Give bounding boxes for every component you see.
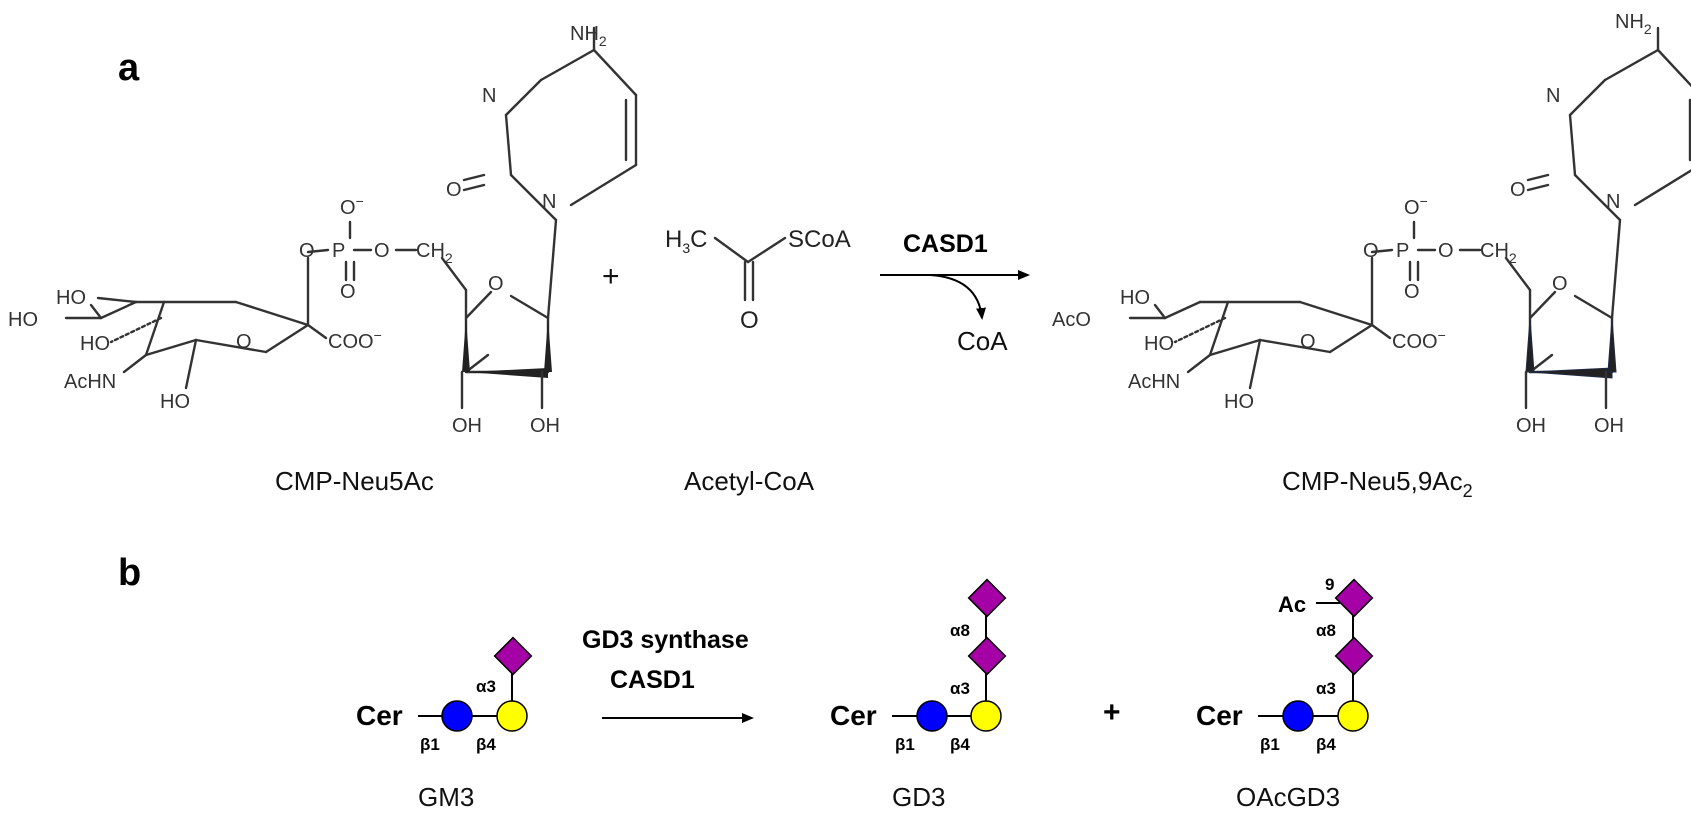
n1-label: N (1606, 191, 1620, 213)
svg-text:Ac: Ac (1278, 592, 1306, 617)
pyranose-o-label: O (236, 331, 252, 353)
glucose-icon (441, 700, 473, 732)
ribose-o-label: O (1552, 273, 1568, 295)
acetyl-o-label: O (740, 307, 759, 334)
oacgd3-glycan: Cer Ac 9 β1 β4 α3 α8 (1196, 575, 1374, 754)
sialic-acid-icon (493, 636, 533, 676)
scoa-label: SCoA (788, 226, 851, 253)
nh2-label: NH2 (1615, 11, 1652, 37)
o-bridge-2-label: O (1438, 240, 1454, 262)
o-bridge-1-label: O (1363, 240, 1379, 262)
oh-2-label: OH (530, 415, 560, 437)
galactose-icon (496, 700, 528, 732)
product-name: CMP-Neu5,9Ac2 (1282, 466, 1473, 501)
gd3-glycan: Cer β1 β4 α3 α8 (830, 578, 1007, 754)
ho-bottom-label: HO (1224, 391, 1254, 413)
ch2-label: CH2 (1480, 240, 1517, 266)
enzyme-gd3-synthase-label: GD3 synthase (582, 626, 749, 654)
oacgd3-name: OAcGD3 (1236, 782, 1340, 812)
gm3-glycan: Cer β1 β4 α3 (356, 636, 533, 754)
ho-top-label: HO (56, 287, 86, 309)
p-label: P (332, 240, 345, 262)
oh-3-label: OH (1516, 415, 1546, 437)
achn-label: AcHN (64, 371, 116, 393)
ribose-o-label: O (488, 273, 504, 295)
n3-label: N (482, 85, 496, 107)
ho-top-label: HO (1120, 287, 1150, 309)
svg-text:β1: β1 (1260, 735, 1280, 754)
cmp-neu5ac-structure: NH2 N O N O− P O O O CH2 O OH OH COO− O … (8, 23, 638, 437)
reactant1-name: CMP-Neu5Ac (275, 466, 434, 496)
svg-text:9: 9 (1325, 575, 1334, 594)
o-minus-label: O− (1404, 193, 1428, 219)
glucose-icon (916, 700, 948, 732)
ho-left-label: HO (8, 309, 38, 331)
svg-text:α3: α3 (476, 677, 496, 696)
sialic-acid-icon (967, 636, 1007, 676)
glucose-icon (1282, 700, 1314, 732)
ho-hash-label: HO (1144, 333, 1174, 355)
svg-text:β1: β1 (420, 735, 440, 754)
o2-label: O (1510, 179, 1526, 201)
reactant2-name: Acetyl-CoA (684, 466, 815, 496)
n1-label: N (542, 191, 556, 213)
panel-label-b: b (118, 552, 141, 594)
n3-label: N (1546, 85, 1560, 107)
coa-byproduct: CoA (957, 326, 1008, 356)
svg-text:α8: α8 (950, 621, 970, 640)
sialic-acid-icon (1334, 578, 1374, 618)
reaction-arrow-a (880, 270, 1030, 320)
svg-text:α3: α3 (950, 679, 970, 698)
panel-label-a: a (118, 47, 140, 89)
o-double-label: O (1404, 281, 1420, 303)
plus-sign-b: + (1103, 696, 1121, 729)
enzyme-casd1-label: CASD1 (903, 230, 988, 258)
cer-label: Cer (356, 700, 403, 731)
gm3-name: GM3 (418, 782, 474, 812)
galactose-icon (970, 700, 1002, 732)
enzyme-casd1-b-label: CASD1 (610, 666, 695, 694)
o2-label: O (446, 179, 462, 201)
o-minus-label: O− (340, 193, 364, 219)
cer-label: Cer (830, 700, 877, 731)
svg-text:β4: β4 (950, 735, 970, 754)
svg-text:α8: α8 (1316, 621, 1336, 640)
o-bridge-1-label: O (299, 240, 315, 262)
o-double-label: O (340, 281, 356, 303)
coo-label: COO− (328, 327, 382, 353)
oh-2-label: OH (1594, 415, 1624, 437)
galactose-icon (1337, 700, 1369, 732)
p-label: P (1396, 240, 1409, 262)
sialic-acid-icon (967, 578, 1007, 618)
pyranose-o-label: O (1300, 331, 1316, 353)
ho-hash-label: HO (80, 333, 110, 355)
cmp-neu59ac2-structure: NH2 N O N O− P O O O CH2 O OH OH COO− O … (1052, 11, 1691, 437)
sialic-acid-icon (1334, 636, 1374, 676)
svg-text:α3: α3 (1316, 679, 1336, 698)
achn-label: AcHN (1128, 371, 1180, 393)
svg-text:β4: β4 (1316, 735, 1336, 754)
h3c-label: H3C (665, 226, 707, 256)
acetyl-coa-structure: H3C SCoA O (665, 226, 851, 334)
svg-text:β4: β4 (476, 735, 496, 754)
oh-3-label: OH (452, 415, 482, 437)
plus-sign-a: + (602, 260, 620, 293)
o-bridge-2-label: O (374, 240, 390, 262)
svg-text:β1: β1 (895, 735, 915, 754)
ch2-label: CH2 (416, 240, 453, 266)
nh2-label: NH2 (570, 23, 607, 49)
gd3-name: GD3 (892, 782, 945, 812)
cer-label: Cer (1196, 700, 1243, 731)
aco-label: AcO (1052, 309, 1091, 331)
coo-label: COO− (1392, 327, 1446, 353)
ho-bottom-label: HO (160, 391, 190, 413)
